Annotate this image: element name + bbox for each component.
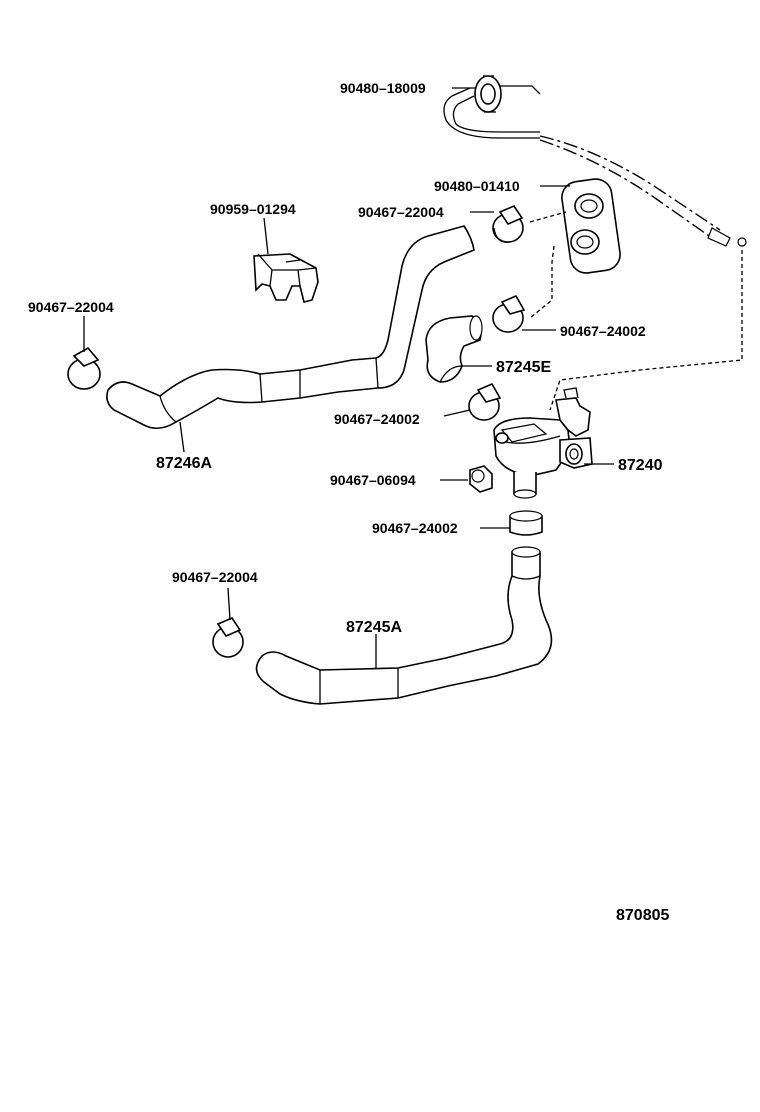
label-hose-87246A: 87246A [156,455,212,472]
control-cable [443,85,747,411]
label-clamp-22004-left: 90467–22004 [28,299,114,315]
hose-87245E [425,315,483,383]
heater-valve-87240 [493,387,593,499]
clamp-22004-top [492,205,524,243]
label-clip-bracket-01294: 90959–01294 [210,201,296,217]
label-screw-06094: 90467–06094 [330,472,416,488]
grommet-18009 [474,75,502,113]
label-clamp-24002-center: 90467–24002 [334,411,420,427]
hose-87246A [106,225,475,430]
grommet-plate-01410 [561,178,621,274]
figure-number: 870805 [616,907,669,924]
label-clamp-22004-top: 90467–22004 [358,204,444,220]
screw-06094 [469,465,493,493]
clamp-24002-center [468,382,502,421]
label-heater-valve-87240: 87240 [618,457,663,474]
label-clamp-24002-mid-right: 90467–24002 [560,323,646,339]
clip-bracket-01294 [253,253,319,303]
label-grommet-plate-01410: 90480–01410 [434,178,520,194]
label-grommet-18009: 90480–18009 [340,80,426,96]
clamp-22004-bottom-left [212,617,244,658]
label-hose-87245E: 87245E [496,359,551,376]
label-clamp-24002-lower-center: 90467–24002 [372,520,458,536]
hose-87245A [255,546,553,705]
clamp-24002-mid-right [492,294,526,333]
label-clamp-22004-bottom-left: 90467–22004 [172,569,258,585]
clamp-22004-left [67,346,101,390]
clamp-24002-lower-center [509,510,543,536]
label-hose-87245A: 87245A [346,619,402,636]
